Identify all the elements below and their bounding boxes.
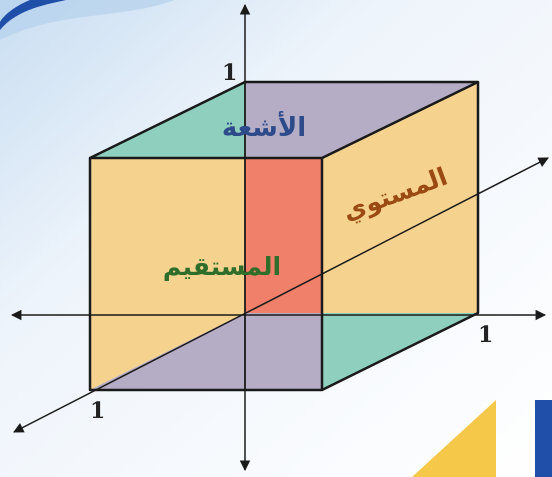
background-swoosh — [0, 0, 175, 40]
tick-label-x-right: 1 — [478, 322, 493, 348]
cube-inner-edges — [244, 82, 322, 390]
tick-label-y-top: 1 — [222, 60, 237, 86]
corner-blue-block — [535, 400, 552, 477]
tick-label-z-front: 1 — [90, 398, 105, 424]
label-rays: الأشعة — [222, 111, 306, 143]
top-face-right — [245, 82, 478, 158]
label-line: المستقيم — [163, 252, 281, 281]
corner-logo-blue-shape — [0, 0, 66, 30]
z-axis — [13, 157, 549, 433]
right-column-lower — [245, 313, 322, 390]
red-column — [245, 158, 322, 313]
